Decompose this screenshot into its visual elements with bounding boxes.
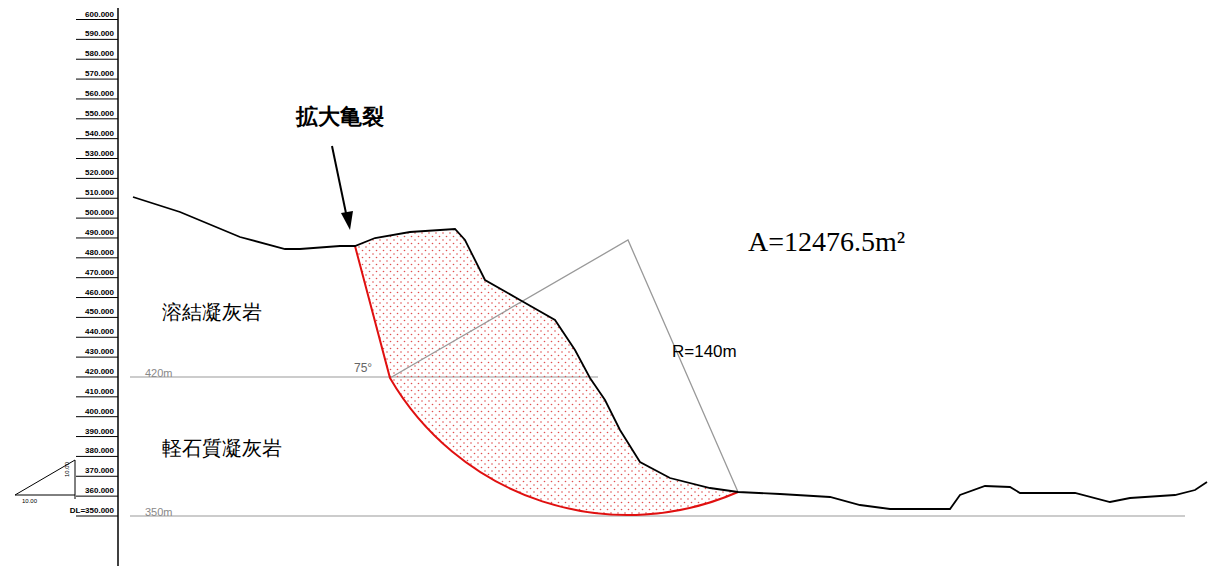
area-label: A=12476.5m² bbox=[748, 228, 905, 256]
scale-label: 10.00 bbox=[64, 462, 70, 477]
elevation-label: 450.000 bbox=[85, 308, 114, 316]
radius-label: R=140m bbox=[672, 343, 737, 360]
elevation-label: 560.000 bbox=[85, 90, 114, 98]
elevation-label: DL=350.000 bbox=[70, 507, 114, 515]
scale-label: 10.00 bbox=[22, 498, 37, 504]
elevation-axis bbox=[117, 8, 119, 566]
angle-label: 75° bbox=[354, 362, 372, 374]
elevation-label: 490.000 bbox=[85, 229, 114, 237]
level-label: 420m bbox=[145, 368, 173, 379]
ground-profile bbox=[133, 197, 1207, 509]
elevation-label: 500.000 bbox=[85, 209, 114, 217]
elevation-label: 420.000 bbox=[85, 368, 114, 376]
elevation-label: 570.000 bbox=[85, 70, 114, 78]
layer-label: 溶結凝灰岩 bbox=[162, 302, 262, 322]
slip-surface bbox=[355, 246, 738, 515]
elevation-label: 410.000 bbox=[85, 388, 114, 396]
elevation-label: 510.000 bbox=[85, 189, 114, 197]
elevation-label: 530.000 bbox=[85, 150, 114, 158]
scale-triangle bbox=[15, 460, 75, 495]
leader-arrow bbox=[332, 146, 347, 218]
elevation-label: 600.000 bbox=[85, 11, 114, 19]
elevation-label: 360.000 bbox=[85, 487, 114, 495]
elevation-label: 430.000 bbox=[85, 348, 114, 356]
axis-ticks bbox=[76, 20, 118, 517]
elevation-label: 580.000 bbox=[85, 50, 114, 58]
elevation-label: 400.000 bbox=[85, 408, 114, 416]
elevation-label: 480.000 bbox=[85, 249, 114, 257]
elevation-label: 540.000 bbox=[85, 130, 114, 138]
elevation-label: 440.000 bbox=[85, 328, 114, 336]
level-label: 350m bbox=[145, 507, 173, 518]
elevation-label: 470.000 bbox=[85, 269, 114, 277]
elevation-label: 590.000 bbox=[85, 30, 114, 38]
arrow-head bbox=[341, 211, 353, 230]
elevation-label: 520.000 bbox=[85, 169, 114, 177]
level-line-350 bbox=[130, 516, 1185, 517]
radius-line bbox=[390, 240, 738, 492]
elevation-label: 390.000 bbox=[85, 428, 114, 436]
elevation-label: 460.000 bbox=[85, 289, 114, 297]
scale-tick bbox=[75, 495, 76, 499]
crack-label: 拡大亀裂 bbox=[296, 106, 384, 128]
elevation-label: 380.000 bbox=[85, 447, 114, 455]
elevation-label: 550.000 bbox=[85, 110, 114, 118]
layer-label: 軽石質凝灰岩 bbox=[162, 438, 282, 458]
elevation-label: 370.000 bbox=[85, 467, 114, 475]
slide-mass bbox=[355, 229, 738, 515]
